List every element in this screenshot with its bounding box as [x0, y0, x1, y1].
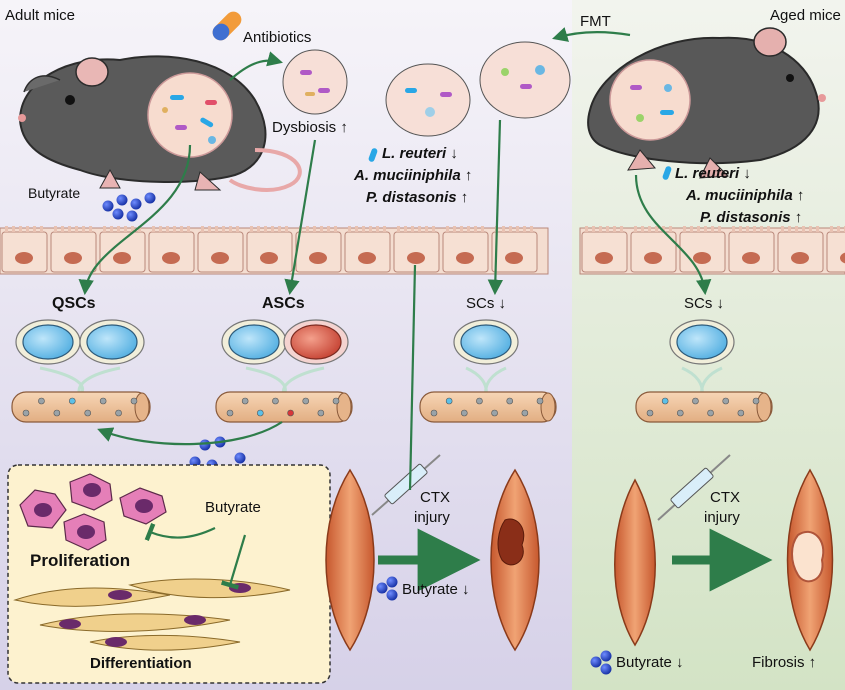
ascs-label: ASCs	[262, 295, 305, 312]
muscle-fiber	[419, 391, 557, 423]
l-reuteri-icon-aged	[662, 166, 672, 180]
adult-mice-title: Adult mice	[5, 7, 76, 24]
ctx-syringe-aged-icon	[657, 454, 731, 521]
injured-muscle-adult	[490, 468, 540, 652]
aged-mice-title: Aged mice	[770, 7, 841, 24]
fibrotic-muscle-aged	[786, 468, 834, 652]
butyrate-label-inset: Butyrate	[205, 499, 261, 516]
l-reuteri-label-aged: L. reuteri ↓	[675, 165, 751, 182]
butyrate-down-label-injury: Butyrate ↓	[402, 581, 470, 598]
ctx-label-adult-line1: CTX	[420, 489, 450, 506]
fmt-microbiota-circle	[479, 41, 571, 119]
butyrate-label-adult: Butyrate	[28, 185, 81, 201]
differentiation-label: Differentiation	[90, 655, 192, 672]
ctx-label-adult-line2: injury	[414, 509, 450, 526]
differentiating-myotubes	[13, 578, 291, 651]
fibrosis-label: Fibrosis ↑	[752, 654, 817, 671]
a-muciiniphila-label-aged: A. muciiniphila ↑	[686, 187, 805, 204]
scs-down-label-aged: SCs ↓	[684, 295, 725, 312]
aged-gut-microbiota	[609, 59, 691, 141]
dysbiosis-label: Dysbiosis ↑	[272, 119, 348, 136]
p-distasonis-label-aged: P. distasonis ↑	[700, 209, 803, 226]
activated-satellite-cells	[221, 319, 349, 396]
proliferation-label: Proliferation	[30, 551, 131, 570]
antibiotic-capsule-icon	[212, 11, 242, 41]
muscle-fiber	[635, 391, 773, 423]
butyrate-dots-injury	[376, 576, 398, 601]
butyrate-down-label-aged: Butyrate ↓	[616, 654, 684, 671]
healthy-muscle-aged	[614, 478, 656, 647]
ctx-syringe-adult-icon	[371, 454, 441, 516]
muscle-fiber	[215, 391, 353, 423]
fmt-label: FMT	[580, 13, 611, 30]
muscle-fiber	[11, 391, 151, 423]
aged-mouse	[587, 27, 826, 179]
intestinal-epithelium-adult	[0, 226, 549, 275]
antibiotic-microbiota-circle	[385, 63, 471, 137]
proliferating-cells	[19, 473, 167, 551]
p-distasonis-label: P. distasonis ↑	[366, 189, 469, 206]
intestinal-epithelium-aged	[579, 226, 845, 275]
l-reuteri-label: L. reuteri ↓	[382, 145, 458, 162]
healthy-muscle-adult	[325, 468, 375, 652]
qscs-label: QSCs	[52, 295, 96, 312]
quiescent-satellite-cells	[15, 319, 145, 397]
ctx-label-aged-line2: injury	[704, 509, 740, 526]
a-muciiniphila-label: A. muciiniphila ↑	[354, 167, 473, 184]
adult-mouse	[18, 55, 302, 192]
l-reuteri-icon	[368, 148, 378, 162]
butyrate-dots-aged	[590, 650, 612, 675]
ctx-label-aged-line1: CTX	[710, 489, 740, 506]
dysbiosis-microbiota-circle	[282, 49, 348, 115]
pathway-arrows	[78, 27, 712, 590]
butyrate-dots-adult	[102, 192, 156, 222]
adult-gut-microbiota	[147, 72, 233, 158]
scs-down-label-adult: SCs ↓	[466, 295, 507, 312]
antibiotics-label: Antibiotics	[243, 29, 312, 46]
